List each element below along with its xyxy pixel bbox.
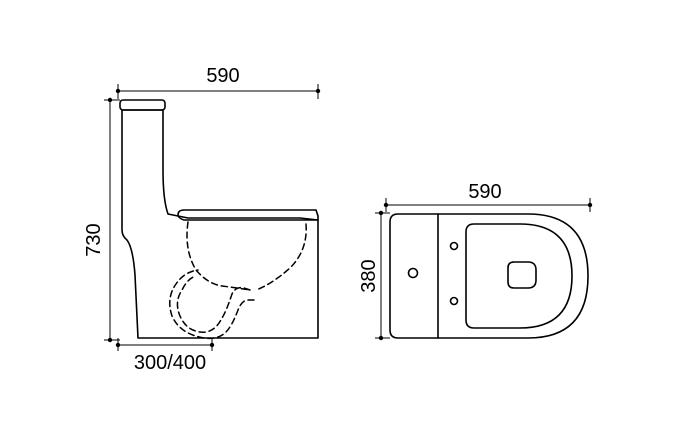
hinge-hole-bottom <box>449 296 459 306</box>
side-view: 590 730 300/400 <box>83 65 321 374</box>
top-width-dimension: 590 <box>383 181 593 212</box>
trapway-hidden-line-inner <box>169 269 255 340</box>
top-body-outline <box>389 213 589 339</box>
top-depth-dimension: 380 <box>358 210 390 341</box>
bowl-hidden-line <box>186 221 251 291</box>
tank-lid <box>119 99 166 111</box>
flush-button <box>407 267 419 279</box>
rough-in-dimension: 300/400 <box>115 338 215 374</box>
toilet-seat <box>177 209 319 221</box>
bowl-rim-hidden-line <box>255 223 307 291</box>
side-height-dimension: 730 <box>83 97 120 343</box>
top-view: 590 380 <box>358 181 593 341</box>
top-seat-outline <box>465 223 573 329</box>
trapway-hidden-line-outer <box>176 275 251 333</box>
side-width-dimension: 590 <box>115 65 321 99</box>
drain-outlet <box>507 261 537 289</box>
side-width-label: 590 <box>206 65 239 87</box>
top-depth-label: 380 <box>358 259 380 292</box>
hinge-hole-top <box>449 241 459 251</box>
toilet-body-outline <box>121 109 319 339</box>
top-width-label: 590 <box>468 181 501 203</box>
side-height-label: 730 <box>83 223 105 256</box>
rough-in-label: 300/400 <box>134 352 206 374</box>
